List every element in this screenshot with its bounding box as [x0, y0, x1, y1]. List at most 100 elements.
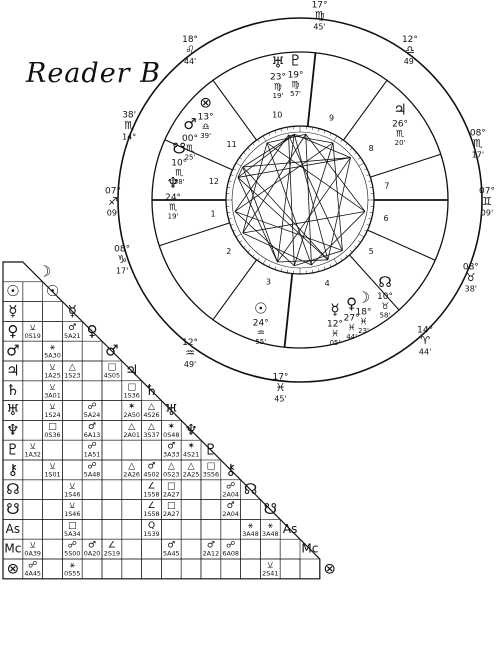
aspect-symbol-icon: □ — [207, 462, 216, 472]
zodiac-sign-icon: ♐ — [108, 195, 118, 208]
degree-tick — [257, 139, 260, 142]
aspect-symbol-icon: ⚹ — [248, 521, 254, 531]
planet-glyph-icon: ♅ — [271, 53, 284, 71]
planet-glyph-icon: ♃ — [393, 100, 406, 118]
cusp-label: 07°♐09' — [105, 187, 121, 218]
row-planet-icon: ☊ — [6, 480, 19, 498]
aspect-orb: 1S24 — [44, 411, 60, 419]
planet-position: ♆24°♏19' — [165, 174, 181, 221]
degree-tick — [329, 264, 332, 268]
cusp-minutes: 17' — [472, 151, 484, 160]
aspect-orb: 3A01 — [44, 391, 61, 399]
degree-tick — [232, 229, 236, 232]
aspect-symbol-icon: ☍ — [226, 481, 235, 491]
aspect-cell — [22, 301, 43, 322]
aspect-orb: 1S36 — [124, 391, 140, 399]
house-number: 7 — [384, 182, 389, 191]
aspect-cell — [101, 380, 123, 401]
degree-tick — [312, 269, 314, 273]
degree-tick — [354, 152, 357, 155]
row-planet-icon: ♃ — [6, 361, 19, 379]
planet-degree: 23° — [270, 72, 286, 82]
zodiac-sign-icon: ♏ — [396, 129, 404, 139]
degree-tick — [247, 147, 250, 150]
planet-glyph-icon: ☉ — [254, 299, 267, 317]
aspect-cell — [81, 519, 103, 540]
aspect-line — [234, 142, 334, 212]
house-cusp-line — [212, 79, 257, 141]
aspect-cell — [42, 519, 63, 540]
degree-tick — [243, 245, 246, 248]
aspect-orb: 2A27 — [163, 490, 180, 498]
outer-ring — [117, 17, 483, 383]
diagonal-planet-icon: ♅ — [165, 401, 178, 419]
aspect-symbol-icon: ♂ — [147, 462, 155, 472]
degree-tick — [268, 132, 271, 136]
aspect-symbol-icon: ☍ — [226, 541, 235, 551]
degree-tick — [358, 233, 365, 238]
aspect-cell — [240, 538, 261, 560]
planet-glyph-icon: ♂ — [183, 115, 196, 133]
aspect-cell — [121, 439, 142, 461]
planet-degree: 00° — [182, 134, 198, 144]
degree-tick — [228, 218, 232, 220]
row-planet-icon: ☋ — [6, 500, 19, 518]
planet-minutes: 20' — [395, 139, 406, 147]
aspect-symbol-icon: ♂ — [167, 541, 175, 551]
aspect-cell — [240, 499, 261, 520]
aspect-symbol-icon: △ — [188, 462, 195, 472]
zodiac-sign-icon: ♍ — [315, 9, 325, 22]
cusp-label: 08°♏17' — [470, 129, 486, 160]
degree-tick — [235, 233, 242, 238]
degree-tick — [286, 127, 288, 131]
degree-tick — [232, 168, 236, 171]
planet-degree: 18° — [356, 307, 372, 317]
aspect-symbol-icon: △ — [128, 462, 135, 472]
zodiac-sign-icon: ♏ — [473, 137, 483, 150]
aspect-symbol-icon: ∠ — [147, 481, 155, 491]
degree-tick — [230, 174, 234, 176]
aspect-symbol-icon: ⚺ — [267, 561, 273, 571]
aspect-line — [237, 166, 244, 178]
degree-tick — [368, 180, 372, 182]
aspect-orb: 3S56 — [203, 471, 219, 479]
aspect-cell — [22, 499, 43, 520]
aspect-symbol-icon: ☍ — [28, 561, 37, 571]
planet-glyph-icon: ♆ — [166, 174, 179, 192]
planet-minutes: 05' — [330, 339, 341, 347]
aspect-orb: 3A33 — [163, 451, 180, 459]
cusp-label: 08°♑17' — [114, 244, 130, 275]
degree-tick — [345, 143, 348, 146]
degree-tick — [257, 258, 260, 261]
aspect-cell — [81, 360, 103, 382]
aspect-orb: 4S26 — [143, 411, 159, 419]
aspect-cell — [42, 439, 63, 461]
aspect-cell — [81, 340, 103, 362]
aspect-cell — [62, 380, 83, 401]
aspect-orb: 5A30 — [44, 352, 61, 360]
planet-position: ☿12°♓05' — [327, 301, 343, 348]
planet-minutes: 19' — [168, 213, 179, 221]
house-number: 1 — [211, 209, 216, 218]
degree-tick — [364, 168, 368, 171]
aspect-orb: 2A25 — [183, 471, 200, 479]
row-planet-icon: As — [6, 522, 20, 536]
degree-tick — [350, 147, 353, 150]
zodiac-sign-icon: ♉ — [466, 271, 476, 284]
aspect-symbol-icon: ⚺ — [69, 481, 75, 491]
aspect-line — [277, 134, 295, 263]
aspect-symbol-icon: ♂ — [227, 501, 235, 511]
aspect-cell — [81, 558, 103, 580]
aspect-line — [288, 134, 343, 251]
row-planet-icon: ☿ — [8, 302, 17, 320]
zodiac-sign-icon: ♊ — [482, 195, 492, 208]
aspect-symbol-icon: ♂ — [207, 541, 215, 551]
degree-tick — [268, 264, 271, 268]
aspect-orb: 2A12 — [203, 550, 220, 558]
aspect-line — [327, 157, 351, 260]
row-planet-icon: ☉ — [6, 282, 19, 300]
degree-tick — [318, 268, 320, 272]
degree-tick — [333, 258, 338, 265]
planet-position: ♀27°♓44' — [344, 295, 360, 342]
aspect-cell — [81, 479, 103, 500]
